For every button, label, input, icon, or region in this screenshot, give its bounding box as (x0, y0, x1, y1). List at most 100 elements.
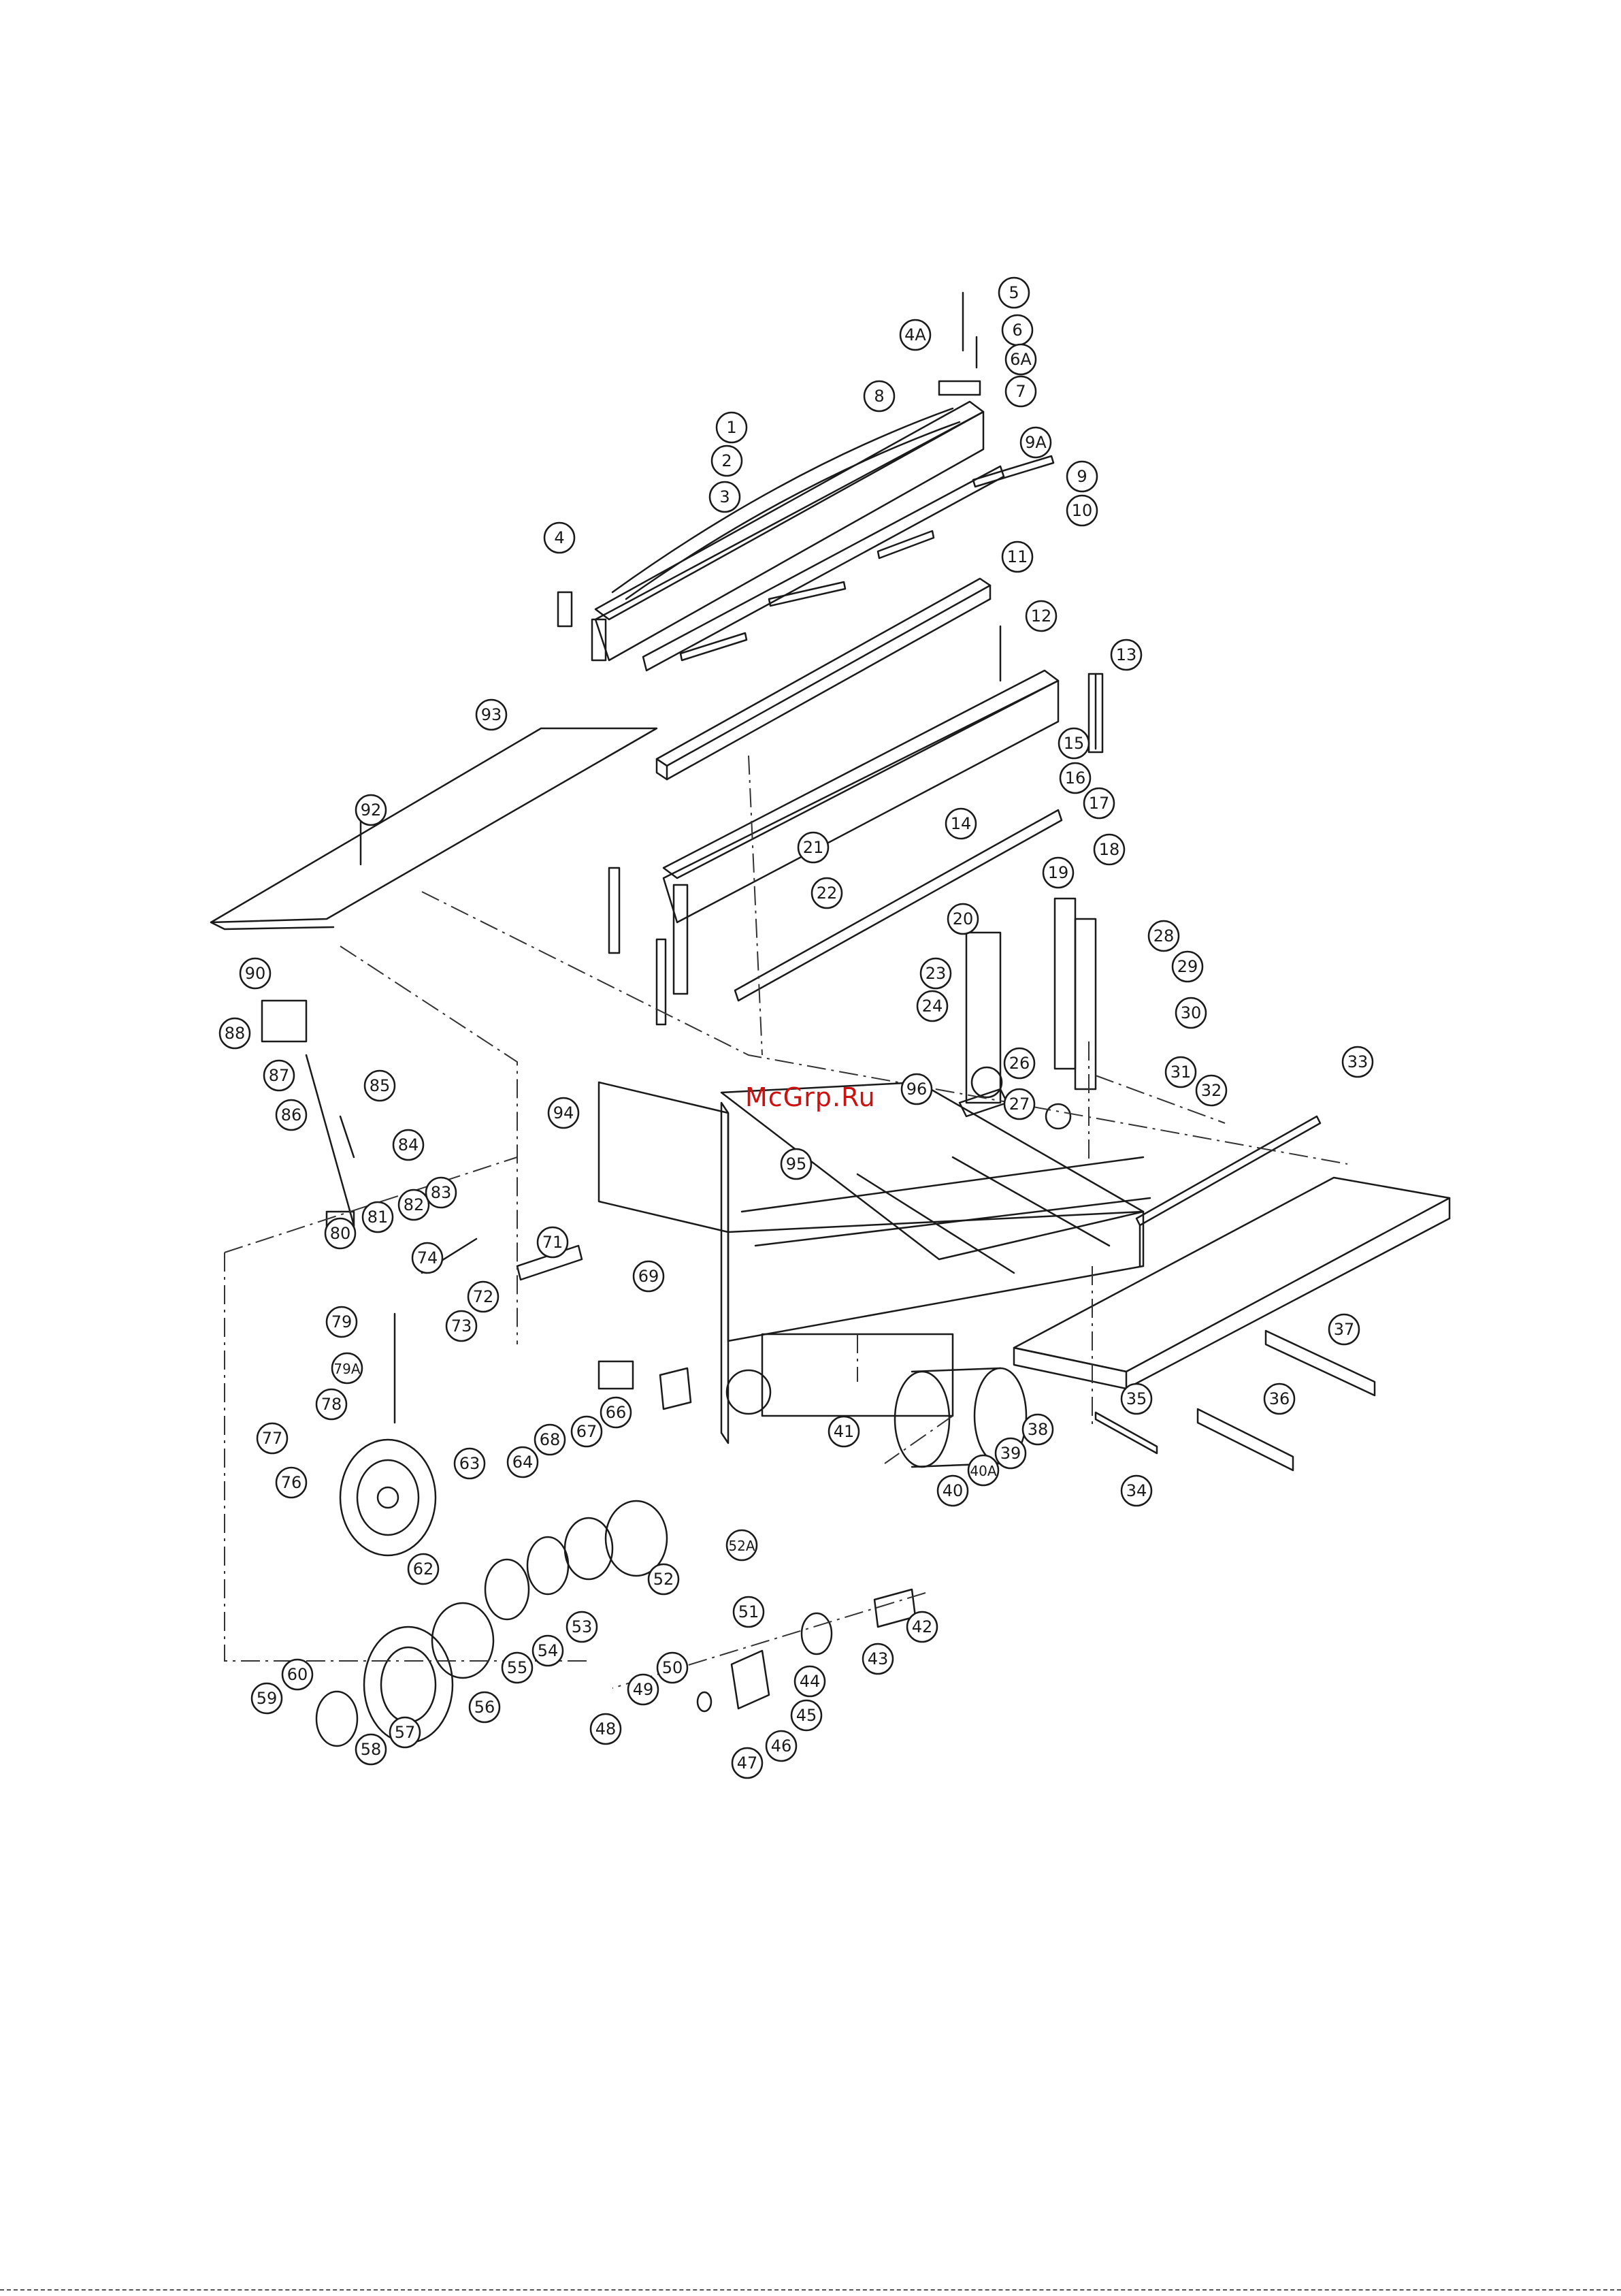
callout-90: 90 (240, 958, 270, 988)
callout-31: 31 (1166, 1057, 1196, 1087)
callout-88: 88 (220, 1018, 250, 1048)
callout-5: 5 (999, 278, 1029, 308)
callout-6: 6 (1002, 315, 1032, 345)
callout-label: 71 (542, 1233, 563, 1252)
callout-14: 14 (946, 809, 976, 839)
main-frame (599, 899, 1150, 1443)
callout-83: 83 (426, 1178, 456, 1208)
callout-label: 8 (874, 387, 884, 406)
callout-39: 39 (996, 1438, 1026, 1468)
callout-label: 62 (413, 1559, 434, 1579)
callout-label: 38 (1028, 1420, 1049, 1439)
callout-label: 73 (451, 1316, 472, 1336)
callout-84: 84 (393, 1130, 423, 1160)
callout-79: 79 (327, 1307, 357, 1337)
guide-rail-11 (657, 579, 990, 779)
callout-92: 92 (356, 795, 386, 825)
callout-40: 40 (938, 1476, 968, 1506)
watermark-text: McGrp.Ru (745, 1082, 876, 1112)
callout-13: 13 (1111, 640, 1141, 670)
callout-label: 93 (481, 705, 502, 724)
callout-86: 86 (276, 1100, 306, 1130)
callout-label: 82 (404, 1195, 425, 1214)
callout-label: 43 (868, 1649, 889, 1668)
table-33 (1014, 1178, 1450, 1389)
callout-label: 46 (771, 1736, 792, 1756)
callout-42: 42 (907, 1612, 937, 1642)
callout-label: 74 (417, 1248, 438, 1267)
callout-18: 18 (1094, 835, 1124, 864)
callout-1: 1 (717, 413, 747, 442)
callout-label: 31 (1170, 1063, 1192, 1082)
callout-34: 34 (1121, 1476, 1151, 1506)
callout-label: 67 (576, 1422, 597, 1441)
callout-40a: 40A (968, 1455, 998, 1485)
callout-label: 68 (540, 1430, 561, 1449)
callout-label: 41 (834, 1422, 855, 1441)
callout-9a: 9A (1021, 427, 1051, 457)
callout-7: 7 (1006, 376, 1036, 406)
callout-53: 53 (567, 1612, 597, 1642)
callout-50: 50 (657, 1653, 687, 1683)
callout-41: 41 (829, 1417, 859, 1446)
callout-label: 5 (1009, 283, 1019, 302)
callout-label: 28 (1153, 926, 1175, 945)
callout-56: 56 (470, 1692, 500, 1722)
callout-85: 85 (365, 1071, 395, 1101)
guide-lines (225, 756, 1347, 1688)
callout-label: 47 (737, 1753, 758, 1773)
callout-label: 83 (431, 1183, 452, 1202)
callout-29: 29 (1173, 952, 1202, 982)
callout-label: 79A (333, 1361, 360, 1377)
callout-label: 13 (1116, 645, 1137, 664)
left-strips (609, 868, 666, 1024)
callout-64: 64 (508, 1447, 538, 1477)
callout-20: 20 (948, 904, 978, 934)
callout-label: 16 (1065, 769, 1086, 788)
callout-label: 11 (1007, 547, 1028, 566)
callout-52a: 52A (727, 1530, 757, 1560)
callout-71: 71 (538, 1227, 568, 1257)
callout-label: 54 (538, 1641, 559, 1660)
callout-69: 69 (634, 1261, 664, 1291)
callout-label: 34 (1126, 1481, 1147, 1500)
callout-54: 54 (533, 1636, 563, 1666)
callout-label: 49 (633, 1680, 654, 1699)
callout-3: 3 (710, 482, 740, 512)
callout-label: 84 (398, 1135, 419, 1154)
callout-15: 15 (1059, 728, 1089, 758)
callout-label: 63 (459, 1454, 480, 1473)
callout-label: 59 (257, 1689, 278, 1708)
callout-32: 32 (1196, 1076, 1226, 1105)
callout-label: 81 (367, 1208, 389, 1227)
callout-36: 36 (1264, 1384, 1294, 1414)
callout-label: 4 (554, 528, 564, 547)
callout-58: 58 (356, 1734, 386, 1764)
callout-21: 21 (798, 832, 828, 862)
callout-label: 64 (512, 1453, 534, 1472)
callout-label: 90 (245, 964, 266, 983)
callout-label: 9 (1077, 467, 1087, 486)
callout-66: 66 (601, 1397, 631, 1427)
callout-17: 17 (1084, 788, 1114, 818)
callout-label: 14 (951, 814, 972, 833)
callout-60: 60 (282, 1660, 312, 1689)
callout-4a: 4A (900, 320, 930, 350)
callout-label: 69 (638, 1267, 659, 1286)
callout-label: 2 (721, 451, 732, 470)
rail-31 (1136, 1116, 1320, 1266)
callout-label: 72 (473, 1287, 494, 1306)
callout-10: 10 (1067, 496, 1097, 526)
callout-77: 77 (257, 1423, 287, 1453)
callout-6a: 6A (1006, 344, 1036, 374)
callout-label: 60 (287, 1665, 308, 1684)
callout-label: 58 (361, 1740, 382, 1759)
callout-label: 6 (1012, 321, 1022, 340)
callout-76: 76 (276, 1468, 306, 1498)
callout-52: 52 (649, 1564, 678, 1594)
callout-79a: 79A (332, 1353, 362, 1383)
callout-51: 51 (734, 1597, 764, 1627)
callout-19: 19 (1043, 858, 1073, 888)
